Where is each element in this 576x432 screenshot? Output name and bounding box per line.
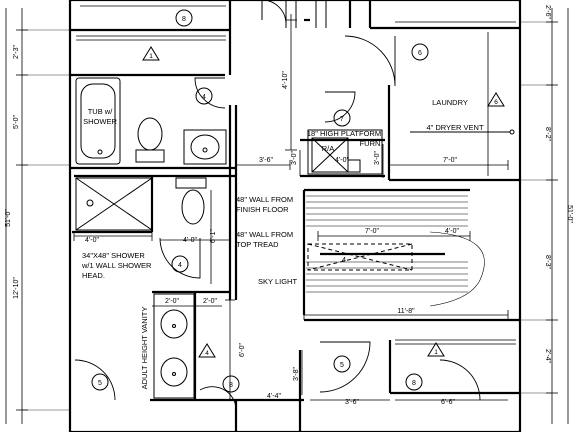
dim-stair-11-8: 11'-8" xyxy=(397,308,415,315)
dryer-vent-icon xyxy=(509,129,515,135)
bath-toilet xyxy=(135,117,165,163)
door-swings xyxy=(74,0,481,415)
furnace-platform xyxy=(307,129,383,175)
dim-right-2-4: 2'-4" xyxy=(544,349,551,363)
revision-tag-6: 6 xyxy=(494,99,498,106)
shelves xyxy=(76,5,516,345)
dim-platform-3-0: 3'-0" xyxy=(374,151,381,165)
door-tag-8-right: 8 xyxy=(412,380,416,387)
room-labels: TUB w/ SHOWER LAUNDRY 4" DRYER VENT 18" … xyxy=(81,98,484,389)
dim-stair-4-0: 4'-0" xyxy=(445,228,459,235)
dim-overall-right: 51'-0" xyxy=(566,205,573,223)
door-tag-5-left: 5 xyxy=(98,380,102,387)
tub-label-line1: TUB w/ xyxy=(88,107,114,116)
revision-tag-1-right: 1 xyxy=(434,349,438,356)
stair-treads xyxy=(306,195,485,307)
door-tag-5-right: 5 xyxy=(340,362,344,369)
dim-right-8-2: 8'-2" xyxy=(544,127,551,141)
dimension-text: 51'-0" 51'-0" 2'-3" 5'-0" 12'-10" 2'-6" … xyxy=(5,5,573,406)
door-jambs xyxy=(261,0,327,28)
dim-shower-4-0-b: 4'-0" xyxy=(183,237,197,244)
dim-lower-6-6: 6'-6" xyxy=(441,399,455,406)
dim-hall-3-0: 3'-0" xyxy=(291,151,298,165)
door-tag-8-vanity: 8 xyxy=(229,382,233,389)
revision-tag-1-top: 1 xyxy=(149,53,153,60)
dimension-lines xyxy=(5,8,569,424)
vanity-sinks xyxy=(153,293,195,399)
dim-closet-6-1: 6'-1" xyxy=(210,229,217,243)
dim-lower-3-8: 3'-8" xyxy=(293,367,300,381)
vanity-label: ADULT HEIGHT VANITY xyxy=(140,307,149,390)
dim-shower-4-0: 4'-0" xyxy=(85,237,99,244)
laundry-label: LAUNDRY xyxy=(432,98,468,107)
tub-fixture xyxy=(75,77,121,165)
walls xyxy=(68,0,522,432)
dim-right-8-3: 8'-3" xyxy=(544,255,551,269)
dim-vanity-6-0: 6'-0" xyxy=(239,343,246,357)
sky-light-label: SKY LIGHT xyxy=(258,277,297,286)
dim-lower-3-6: 3'-6" xyxy=(345,399,359,406)
dim-hall-4-10: 4'-10" xyxy=(282,71,289,89)
door-tag-4-bath: 4 xyxy=(202,94,206,101)
dim-vanity-2-0b: 2'-0" xyxy=(203,298,217,305)
platform-label-line2: FURN xyxy=(360,139,381,148)
door-tag-7: 7 xyxy=(340,116,344,123)
shower-note-line1: 34"X48" SHOWER xyxy=(82,251,145,260)
ra-label: R/A xyxy=(322,144,335,153)
skylight xyxy=(307,243,413,271)
shower-stall xyxy=(75,177,153,231)
stair-number: 4 xyxy=(342,255,346,264)
dim-platform-4-0: 4'-0" xyxy=(335,157,349,164)
tub-label-line2: SHOWER xyxy=(83,117,117,126)
revision-tag-4: 4 xyxy=(205,350,209,357)
wall-finish-line1: 48" WALL FROM xyxy=(236,195,293,204)
dim-right-2-6: 2'-6" xyxy=(544,5,551,19)
revision-triangles xyxy=(142,46,505,358)
shower-note-line3: HEAD. xyxy=(82,271,105,280)
door-tag-6: 6 xyxy=(418,50,422,57)
dim-laundry-7-0: 7'-0" xyxy=(443,157,457,164)
dim-overall-left: 51'-0" xyxy=(5,209,12,227)
dim-left-2-3: 2'-3" xyxy=(13,45,20,59)
dim-left-5-0: 5'-0" xyxy=(13,115,20,129)
dim-hall-3-6: 3'-6" xyxy=(259,157,273,164)
dim-stair-7-0: 7'-0" xyxy=(365,228,379,235)
toilet-room xyxy=(175,177,207,225)
dim-lower-4-4: 4'-4" xyxy=(267,393,281,400)
wall-tread-line1: 48" WALL FROM xyxy=(236,230,293,239)
bath-sink xyxy=(183,129,227,165)
door-tag-4-shower: 4 xyxy=(178,262,182,269)
dim-vanity-2-0a: 2'-0" xyxy=(165,298,179,305)
door-tag-8-top: 8 xyxy=(182,16,186,23)
wall-finish-line2: FINISH FLOOR xyxy=(236,205,289,214)
platform-label-line1: 18" HIGH PLATFORM xyxy=(307,129,381,138)
shower-note-line2: w/1 WALL SHOWER xyxy=(81,261,152,270)
door-tag-markers xyxy=(91,9,429,393)
wall-tread-line2: TOP TREAD xyxy=(236,240,279,249)
dim-left-12-10: 12'-10" xyxy=(13,277,20,299)
revision-tag-text: 1 6 4 1 xyxy=(149,53,498,357)
door-tag-text: 8 6 4 7 4 5 5 8 8 xyxy=(98,16,422,389)
dryer-vent-label: 4" DRYER VENT xyxy=(426,123,484,132)
